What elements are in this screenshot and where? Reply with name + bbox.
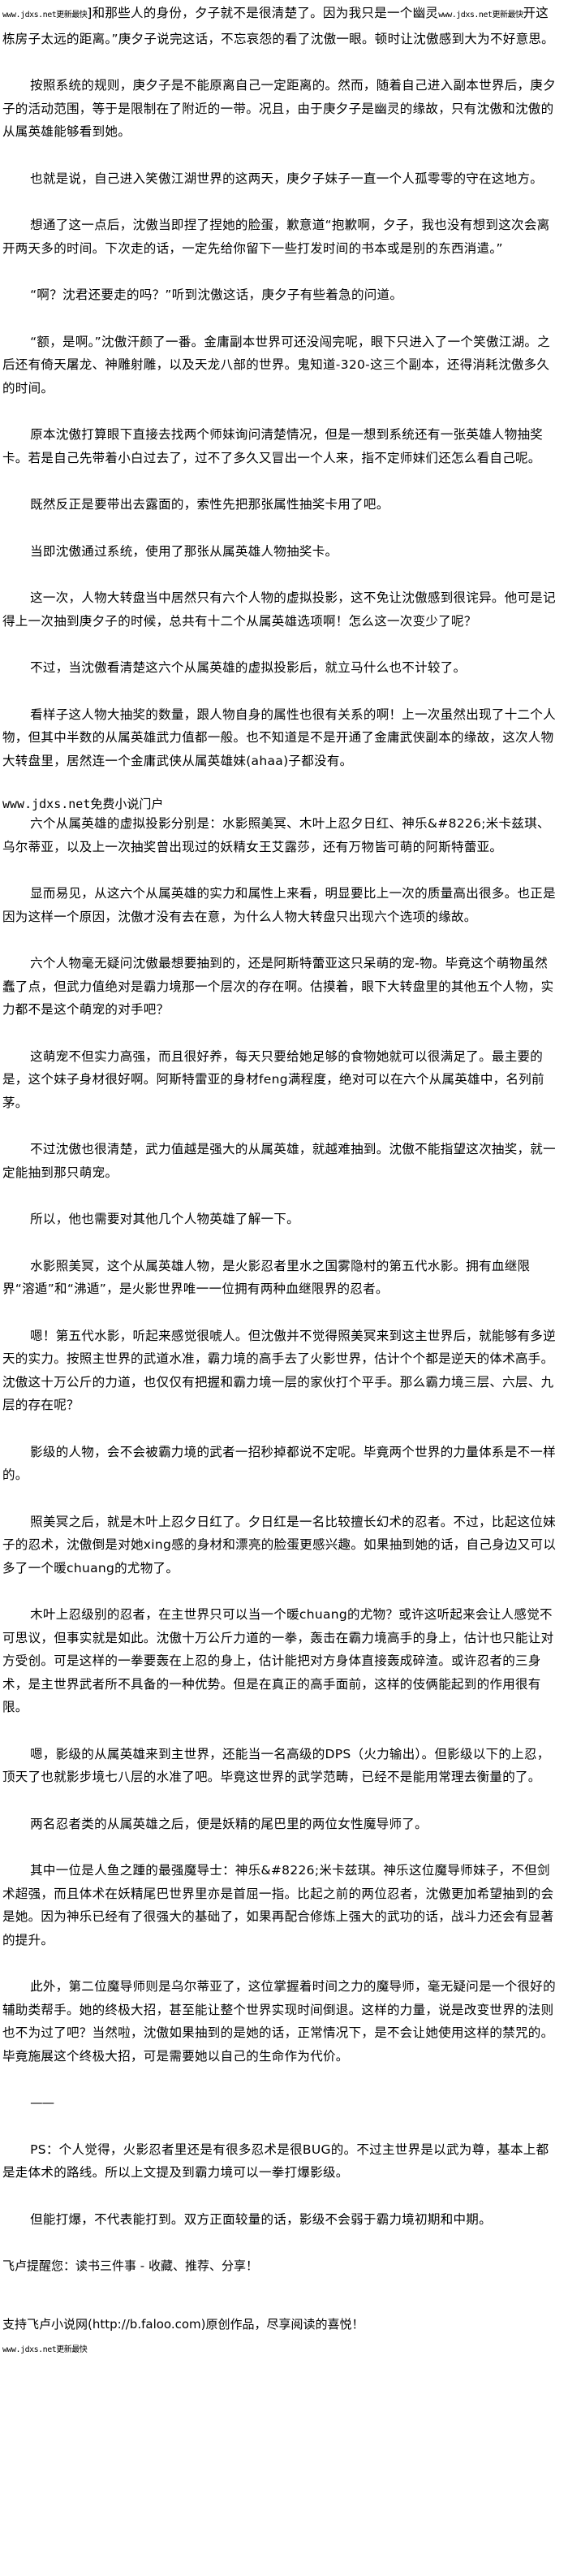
paragraph: PS：个人觉得，火影忍者里还是有很多忍术是很BUG的。不过主世界是以武为尊，基本… — [2, 2142, 549, 2181]
paragraph: 不过，当沈傲看清楚这六个从属英雄的虚拟投影后，就立马什么也不计较了。 — [30, 660, 467, 675]
paragraph: 六个人物毫无疑问沈傲最想要抽到的，还是阿斯特蕾亚这只呆萌的宠-物。毕竟这个萌物虽… — [2, 956, 554, 1017]
paragraph: 嗯，影级的从属英雄来到主世界，还能当一名高级的DPS（火力输出）。但影级以下的上… — [2, 1746, 550, 1785]
paragraph: 其中一位是人鱼之踵的最强魔导士：神乐&#8226;米卡兹琪。神乐这位魔导师妹子，… — [2, 1863, 554, 1947]
paragraph: 当即沈傲通过系统，使用了那张从属英雄人物抽奖卡。 — [30, 543, 338, 559]
paragraph-group: 六个从属英雄的虚拟投影分别是：水影照美冥、木叶上忍夕日红、神乐&#8226;米卡… — [2, 812, 560, 2231]
paragraph: 木叶上忍级别的忍者，在主世界只可以当一个暖chuang的尤物？或许这听起来会让人… — [2, 1607, 554, 1714]
paragraph: 六个从属英雄的虚拟投影分别是：水影照美冥、木叶上忍夕日红、神乐&#8226;米卡… — [2, 816, 550, 854]
paragraph: 想通了这一点后，沈傲当即捏了捏她的脸蛋，歉意道“抱歉啊，夕子，我也没有想到这次会… — [2, 218, 550, 256]
paragraph: 也就是说，自己进入笑傲江湖世界的这两天，庚夕子妹子一直一个人孤零零的守在这地方。 — [30, 171, 544, 186]
paragraph: 影级的人物，会不会被霸力境的武者一招秒掉都说不定呢。毕竟两个世界的力量体系是不一… — [2, 1444, 556, 1483]
paragraph: 按照系统的规则，庚夕子是不能原离自己一定距离的。然而，随着自己进入副本世界后，庚… — [2, 78, 556, 139]
paragraph: 既然反正是要带出去露面的，索性先把那张属性抽奖卡用了吧。 — [30, 497, 389, 512]
opening-paragraph: www.jdxs.net更新最快]和那些人的身份，夕子就不是很清楚了。因为我只是… — [2, 2, 560, 50]
paragraph: 此外，第二位魔导师则是乌尔蒂亚了，这位掌握着时间之力的魔导师，毫无疑问是一个很好… — [2, 1979, 556, 2064]
opening-text-2: 开这栋房子太远的距离。”庚夕子说完这话，不忘哀怨的看了沈傲一眼。顿时让沈傲感到大… — [2, 6, 554, 46]
opening-text-1: ]和那些人的身份，夕子就不是很清楚了。因为我只是一个幽灵 — [87, 6, 439, 20]
footer-support: 支持飞卢小说网(http://b.faloo.com)原创作品，尽享阅读的喜悦！ — [2, 2317, 364, 2332]
footer-reminder: 飞卢提醒您：读书三件事 - 收藏、推荐、分享！ — [2, 2258, 258, 2273]
chapter-page: www.jdxs.net更新最快]和那些人的身份，夕子就不是很清楚了。因为我只是… — [0, 2, 568, 2354]
paragraph: 原本沈傲打算眼下直接去找两个师妹询问清楚情况，但是一想到系统还有一张英雄人物抽奖… — [2, 427, 544, 465]
watermark-bottom: www.jdxs.net更新最快 — [2, 2345, 88, 2354]
paragraph: —— — [30, 2095, 54, 2110]
paragraph: 水影照美冥，这个从属英雄人物，是火影忍者里水之国雾隐村的第五代水影。拥有血继限界… — [2, 1258, 531, 1297]
watermark-top-right: www.jdxs.net更新最快 — [438, 11, 523, 19]
paragraph: 不过沈傲也很清楚，武力值越是强大的从属英雄，就越难抽到。沈傲不能指望这次抽奖，就… — [2, 1142, 556, 1180]
paragraph: “额，是啊。”沈傲汗颜了一番。金庸副本世界可还没闯完呢，眼下只进入了一个笑傲江湖… — [2, 334, 551, 395]
paragraph: 这一次，人物大转盘当中居然只有六个人物的虚拟投影，这不免让沈傲感到很诧异。他可是… — [2, 590, 556, 629]
paragraph: 嗯！第五代水影，听起来感觉很唬人。但沈傲并不觉得照美冥来到这主世界后，就能够有多… — [2, 1328, 556, 1413]
watermark-mid: www.jdxs.net免费小说门户 — [2, 797, 164, 811]
paragraph: 照美冥之后，就是木叶上忍夕日红了。夕日红是一名比较擅长幻术的忍者。不过，比起这位… — [2, 1514, 557, 1575]
paragraph: 显而易见，从这六个从属英雄的实力和属性上来看，明显要比上一次的质量高出很多。也正… — [2, 886, 556, 924]
watermark-top-left: www.jdxs.net更新最快 — [2, 11, 88, 19]
paragraph: 所以，他也需要对其他几个人物英雄了解一下。 — [30, 1212, 299, 1226]
paragraph: 但能打爆，不代表能打到。双方正面较量的话，影级不会弱于霸力境初期和中期。 — [30, 2211, 492, 2227]
paragraph: “啊？沈君还要走的吗？”听到沈傲这话，庚夕子有些着急的问道。 — [30, 287, 403, 302]
paragraph: 看样子这人物大抽奖的数量，跟人物自身的属性也很有关系的啊！上一次虽然出现了十二个… — [2, 707, 556, 768]
paragraph: 两名忍者类的从属英雄之后，便是妖精的尾巴里的两位女性魔导师了。 — [30, 1816, 428, 1831]
paragraph-group: 按照系统的规则，庚夕子是不能原离自己一定距离的。然而，随着自己进入副本世界后，庚… — [2, 74, 560, 772]
paragraph: 这萌宠不但实力高强，而且很好养，每天只要给她足够的食物她就可以很满足了。最主要的… — [2, 1048, 544, 1110]
